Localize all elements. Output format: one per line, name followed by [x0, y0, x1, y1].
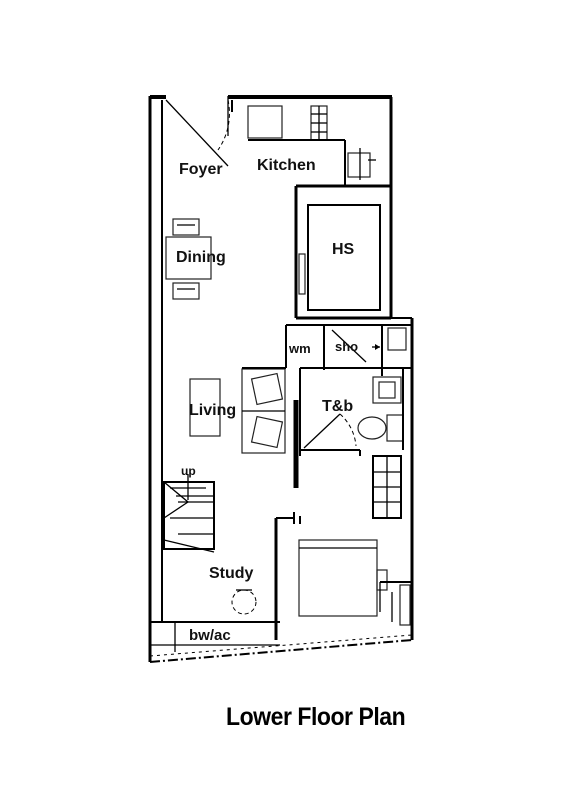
- tb-room: [293, 367, 412, 488]
- entry-door: [165, 96, 230, 167]
- room-labels: Foyer Kitchen Dining HS wm sho Living T&…: [176, 157, 358, 644]
- room-label-foyer: Foyer: [179, 161, 223, 178]
- hs-room: [294, 186, 391, 320]
- living-furniture: [189, 367, 286, 454]
- stairs-label-up: up: [181, 464, 196, 478]
- shelving-unit: [372, 455, 402, 519]
- room-label-bwac: bw/ac: [189, 627, 231, 644]
- room-label-tb: T&b: [322, 398, 353, 415]
- room-label-sho: sho: [335, 339, 358, 354]
- bedroom: [274, 512, 412, 640]
- study-chair: [231, 589, 257, 615]
- plan-caption: Lower Floor Plan: [226, 703, 406, 731]
- dining-table: [165, 218, 212, 300]
- room-label-study: Study: [209, 565, 254, 582]
- room-label-dining: Dining: [176, 249, 226, 266]
- kitchen-fixtures: [231, 100, 391, 188]
- room-label-wm: wm: [288, 341, 311, 356]
- room-label-kitchen: Kitchen: [257, 157, 316, 174]
- room-label-living: Living: [189, 402, 236, 419]
- room-label-hs: HS: [332, 241, 355, 258]
- outer-walls: [148, 95, 414, 663]
- stairs: [163, 474, 215, 553]
